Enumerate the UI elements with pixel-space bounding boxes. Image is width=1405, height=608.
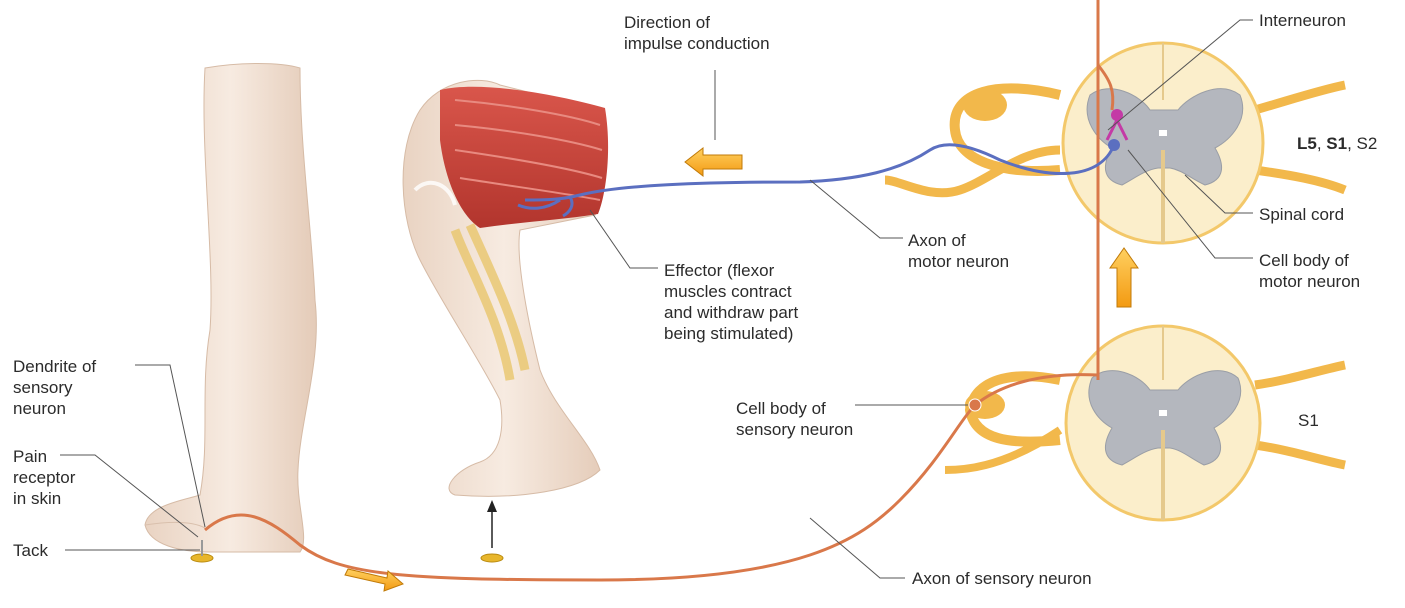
standing-leg: [145, 64, 316, 553]
up-arrow-icon: [487, 500, 497, 512]
spinal-cord-label: Spinal cord: [1259, 204, 1344, 225]
bent-leg: [403, 80, 608, 496]
level-top-label: L5, S1, S2: [1297, 133, 1377, 154]
level-l5: L5: [1297, 134, 1317, 153]
tack-label: Tack: [13, 540, 48, 561]
cell-body-motor-label: Cell body of motor neuron: [1259, 250, 1360, 292]
sensory-cell-body: [969, 399, 981, 411]
effector-label: Effector (flexor muscles contract and wi…: [664, 260, 798, 344]
spinal-cord-bottom: [945, 326, 1345, 520]
level-s2: S2: [1357, 134, 1378, 153]
level-s1-bold: S1: [1326, 134, 1347, 153]
axon-motor-label: Axon of motor neuron: [908, 230, 1009, 272]
dendrite-label: Dendrite of sensory neuron: [13, 356, 96, 419]
pain-receptor-label: Pain receptor in skin: [13, 446, 75, 509]
direction-label: Direction of impulse conduction: [624, 12, 770, 54]
level-separator-1: ,: [1317, 134, 1326, 153]
level-separator-2: ,: [1347, 134, 1356, 153]
conduction-arrow-up: [1110, 248, 1138, 307]
cell-body-sensory-label: Cell body of sensory neuron: [736, 398, 853, 440]
tack-right: [481, 500, 503, 562]
conduction-arrow-left: [685, 148, 742, 176]
level-bottom-label: S1: [1298, 410, 1319, 431]
axon-sensory-label: Axon of sensory neuron: [912, 568, 1092, 589]
interneuron-label: Interneuron: [1259, 10, 1346, 31]
